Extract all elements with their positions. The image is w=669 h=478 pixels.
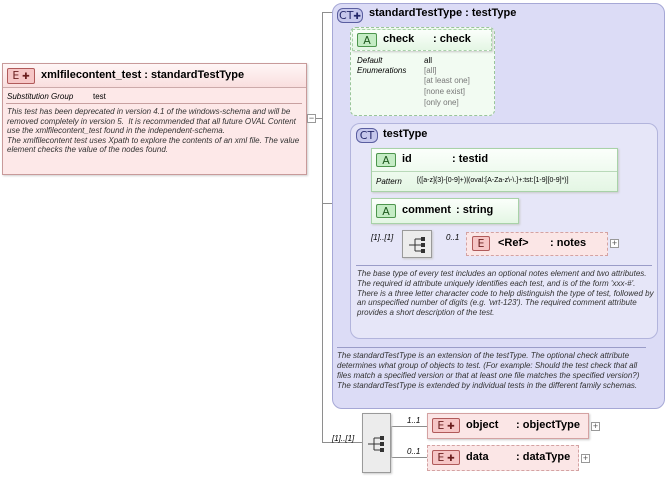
check-attribute-type: : check — [433, 33, 471, 45]
sequence-occurrence: [1]..[1] — [371, 233, 394, 242]
xmlfilecontent-test-element[interactable]: E ✚ xmlfilecontent_test : standardTestTy… — [2, 63, 307, 175]
id-attribute-name: id — [402, 153, 412, 165]
id-attribute[interactable] — [371, 148, 618, 192]
object-element-name: object — [466, 419, 499, 431]
expand-icon[interactable]: + — [581, 453, 590, 463]
divider — [337, 347, 646, 348]
attribute-badge: A — [376, 204, 396, 218]
data-element-name: data — [466, 451, 489, 463]
connector-line — [322, 203, 334, 204]
expand-icon[interactable]: + — [591, 421, 600, 431]
enumeration-item: [none exist] — [424, 87, 465, 96]
element-documentation: This test has been deprecated in version… — [7, 107, 300, 155]
id-attribute-type: : testid — [452, 153, 489, 165]
collapse-icon[interactable]: − — [307, 113, 316, 123]
substitution-group-value: test — [93, 92, 106, 101]
plus-icon: ✚ — [444, 454, 455, 464]
attribute-badge: A — [376, 153, 396, 167]
notes-occurrence: 0..1 — [446, 233, 460, 242]
data-element-type: : dataType — [516, 451, 571, 463]
test-type-documentation: The base type of every test includes an … — [357, 269, 654, 318]
enumeration-item: [all] — [424, 66, 437, 75]
sequence-occurrence: [1]..[1] — [332, 434, 355, 443]
plus-icon: ✚ — [353, 12, 361, 22]
object-element-type: : objectType — [516, 419, 580, 431]
object-occurrence: 1..1 — [407, 416, 421, 425]
connector-line — [391, 457, 427, 458]
attribute-badge: A — [357, 33, 377, 47]
element-title: xmlfilecontent_test : standardTestType — [41, 69, 245, 81]
notes-ref-type: : notes — [550, 237, 587, 249]
sequence-compositor[interactable] — [402, 230, 432, 258]
element-header: E ✚ xmlfilecontent_test : standardTestTy… — [3, 64, 306, 88]
enumerations-label: Enumerations — [357, 66, 407, 75]
enumeration-item: [only one] — [424, 98, 459, 107]
connector-line — [391, 426, 427, 427]
element-badge: E — [472, 236, 490, 251]
element-badge: E ✚ — [432, 450, 460, 465]
default-value: all — [424, 56, 433, 65]
plus-icon: ✚ — [19, 72, 30, 82]
connector-line — [391, 426, 392, 457]
connector-line — [322, 12, 323, 442]
pattern-value: [([a-z]{3}-[0-9]+)|(oval:[A-Za-z\-\.]+:t… — [417, 177, 569, 184]
element-badge: E ✚ — [7, 68, 35, 84]
sequence-icon — [368, 436, 384, 452]
check-attribute-name: check — [383, 33, 415, 45]
divider — [6, 103, 302, 104]
comment-attribute-type: : string — [456, 204, 494, 216]
pattern-label: Pattern — [376, 177, 402, 186]
sequence-compositor[interactable] — [362, 413, 391, 473]
connector-line — [322, 442, 362, 443]
complex-type-badge: CT✚ — [337, 8, 363, 23]
sequence-icon — [409, 237, 425, 253]
enumeration-item: [at least one] — [424, 76, 470, 85]
plus-icon: ✚ — [444, 422, 455, 432]
complex-type-badge: CT — [356, 128, 378, 143]
connector-line — [322, 12, 334, 13]
data-occurrence: 0..1 — [407, 447, 421, 456]
standard-test-type-title: standardTestType : testType — [369, 7, 517, 19]
divider — [372, 171, 617, 172]
notes-ref-name: <Ref> — [498, 237, 529, 249]
expand-icon[interactable]: + — [610, 238, 619, 248]
standard-test-type-documentation: The standardTestType is an extension of … — [337, 351, 640, 390]
substitution-group-label: Substitution Group — [7, 92, 74, 101]
divider — [356, 265, 652, 266]
default-label: Default — [357, 56, 383, 65]
element-badge: E ✚ — [432, 418, 460, 433]
comment-attribute-name: comment — [402, 204, 451, 216]
test-type-title: testType — [383, 128, 428, 140]
check-attribute-header — [352, 29, 492, 51]
